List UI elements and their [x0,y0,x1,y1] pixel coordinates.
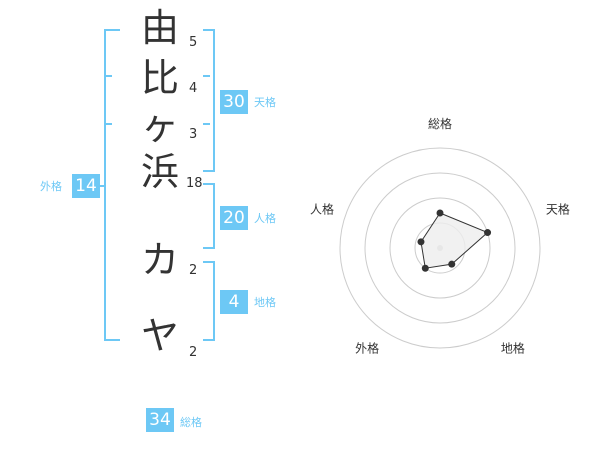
stroke-count-6: 2 [189,345,198,360]
stroke-count-4: 18 [186,176,203,191]
stroke-count-3: 3 [189,127,198,142]
soukaku-label: 総格 [180,416,202,429]
tenkaku-bracket [203,29,215,172]
gaikaku-label: 外格 [40,180,62,193]
name-char-4: 浜 [140,150,179,194]
gaikaku-score: 14 [72,174,100,198]
jinkaku-label: 人格 [254,212,276,225]
radar-axis-label-4: 外格 [355,340,379,355]
name-char-2: 比 [140,56,179,100]
tenkaku-score: 30 [220,90,248,114]
tenkaku-label: 天格 [254,96,276,109]
name-char-3: ヶ [140,104,179,148]
radar-axis-label-1: 総格 [428,116,452,131]
chikaku-label: 地格 [254,296,276,309]
radar-ring [339,147,541,349]
stroke-count-5: 2 [189,263,198,278]
radar-axis-label-5: 人格 [310,202,334,217]
radar-point-3 [448,260,456,268]
radar-point-5 [417,238,425,246]
name-char-6: ヤ [140,314,179,358]
jinkaku-bracket [203,183,215,249]
name-char-1: 由 [140,6,179,50]
radar-axis-label-2: 天格 [546,202,570,217]
radar-axis-label-3: 地格 [501,340,525,355]
radar-series-polygon [420,212,489,269]
radar-ring [364,172,516,324]
jinkaku-score: 20 [220,206,248,230]
chikaku-bracket [203,261,215,341]
radar-point-4 [421,264,429,272]
chikaku-score: 4 [220,290,248,314]
radar-point-1 [436,209,444,217]
soukaku-score: 34 [146,408,174,432]
stroke-count-1: 5 [189,35,198,50]
radar-ring [389,197,491,299]
radar-point-2 [484,229,492,237]
stroke-count-2: 4 [189,81,198,96]
name-char-5: カ [140,238,179,282]
